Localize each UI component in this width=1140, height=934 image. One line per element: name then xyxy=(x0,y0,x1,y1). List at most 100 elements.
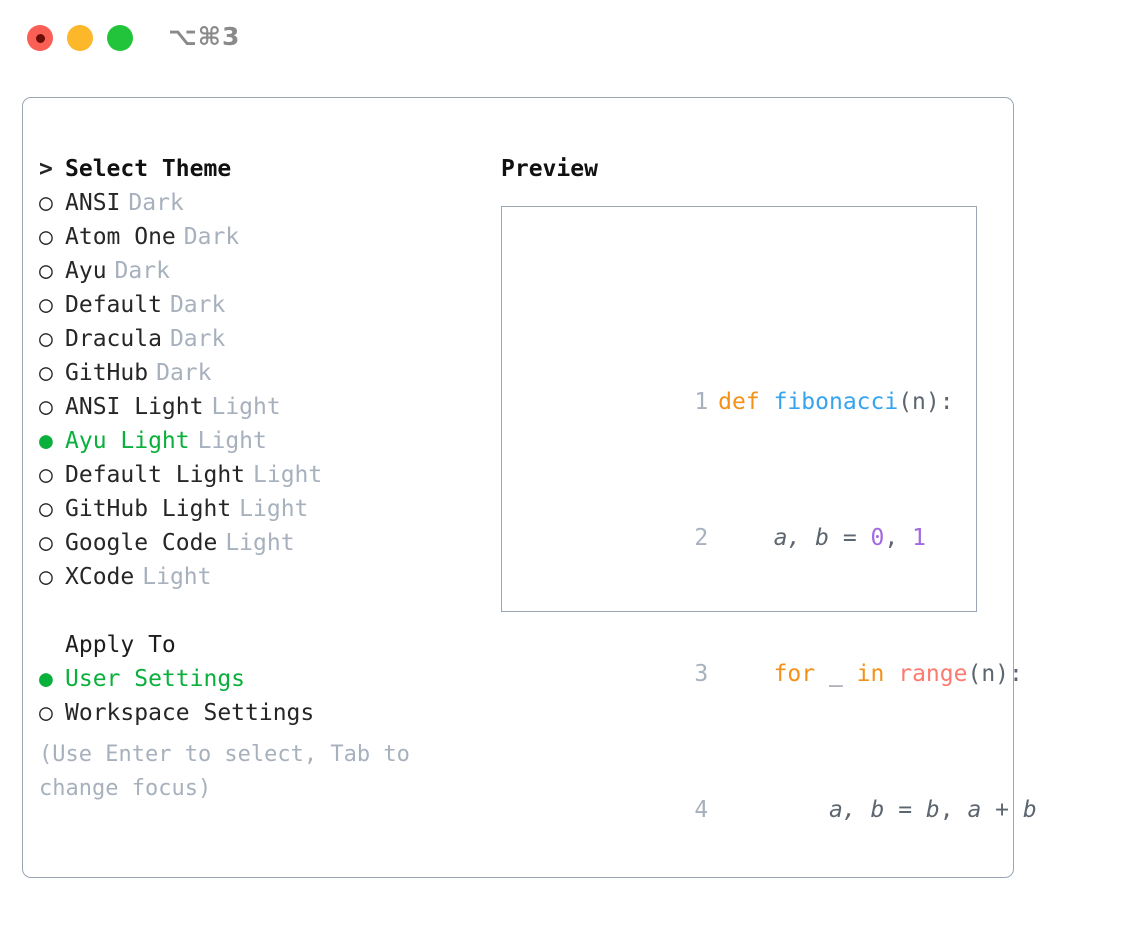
radio-unselected-icon: ○ xyxy=(39,394,53,420)
code-token: = xyxy=(898,797,926,823)
select-theme-heading: >Select Theme xyxy=(39,152,489,186)
theme-option-atom-one[interactable]: ○ Atom One Dark xyxy=(39,220,489,254)
code-token xyxy=(718,797,829,823)
radio-unselected-icon: ○ xyxy=(39,190,53,216)
code-token: fibonacci xyxy=(773,389,899,415)
theme-option-kind: Light xyxy=(225,530,295,556)
theme-option-github-light[interactable]: ○ GitHub Light Light xyxy=(39,492,489,526)
cursor-marker-icon: > xyxy=(39,156,53,182)
keyboard-shortcut-label: ⌥⌘3 xyxy=(168,22,241,51)
code-token xyxy=(760,389,774,415)
radio-unselected-icon: ○ xyxy=(39,530,53,556)
theme-option-dracula[interactable]: ○ Dracula Dark xyxy=(39,322,489,356)
code-token: , xyxy=(939,797,968,823)
code-token xyxy=(884,661,898,687)
line-number: 5 xyxy=(668,929,708,934)
apply-option-workspace-settings[interactable]: ○ Workspace Settings xyxy=(39,696,489,730)
code-token: _ xyxy=(815,661,857,687)
theme-option-kind: Dark xyxy=(169,326,226,352)
theme-option-label: XCode xyxy=(65,564,135,590)
code-token: a, b xyxy=(828,797,899,823)
apply-to-heading: Apply To xyxy=(39,628,489,662)
radio-unselected-icon: ○ xyxy=(39,564,53,590)
minimize-button[interactable] xyxy=(67,25,93,51)
traffic-light-buttons xyxy=(27,25,133,51)
code-line: 4 a, b = b, a + b xyxy=(502,759,1036,823)
theme-option-ansi-light[interactable]: ○ ANSI Light Light xyxy=(39,390,489,424)
theme-option-kind: Dark xyxy=(169,292,226,318)
theme-option-label: Atom One xyxy=(65,224,176,250)
code-token: a, b xyxy=(773,525,843,551)
theme-option-kind: Dark xyxy=(128,190,184,216)
code-token: 1 xyxy=(912,525,926,551)
title-bar: ⌥⌘3 xyxy=(0,0,1140,78)
theme-option-ayu-light[interactable]: ● Ayu Light Light xyxy=(39,424,489,458)
theme-option-label: Google Code xyxy=(65,530,218,556)
code-token: in xyxy=(856,661,885,687)
code-line: 5 return a xyxy=(502,895,976,934)
theme-option-kind: Light xyxy=(197,428,267,454)
radio-unselected-icon: ○ xyxy=(39,496,53,522)
theme-option-google-code[interactable]: ○ Google Code Light xyxy=(39,526,489,560)
code-token: b xyxy=(925,797,940,823)
theme-option-default[interactable]: ○ Default Dark xyxy=(39,288,489,322)
close-button[interactable] xyxy=(27,25,53,51)
theme-option-label: Dracula xyxy=(65,326,162,352)
line-number: 3 xyxy=(694,661,709,687)
theme-option-kind: Light xyxy=(211,394,281,420)
radio-unselected-icon: ○ xyxy=(39,326,53,352)
theme-option-xcode[interactable]: ○ XCode Light xyxy=(39,560,489,594)
code-token xyxy=(718,525,773,551)
code-token xyxy=(718,661,773,687)
theme-option-label: GitHub Light xyxy=(65,496,232,522)
radio-unselected-icon: ○ xyxy=(39,258,53,284)
theme-option-label: GitHub xyxy=(65,360,149,386)
theme-option-label: ANSI xyxy=(65,190,121,216)
maximize-button[interactable] xyxy=(107,25,133,51)
theme-option-label: Default Light xyxy=(65,462,246,488)
code-token: (n): xyxy=(898,389,954,415)
apply-option-user-settings[interactable]: ●User Settings xyxy=(39,662,489,696)
apply-to-heading-label: Apply To xyxy=(65,632,176,658)
theme-option-kind: Dark xyxy=(183,224,240,250)
apply-option-label: Workspace Settings xyxy=(65,700,315,726)
preview-heading: Preview xyxy=(501,156,598,182)
code-token: + xyxy=(995,797,1023,823)
theme-option-kind: Light xyxy=(239,496,309,522)
radio-unselected-icon: ○ xyxy=(39,224,53,250)
radio-selected-icon: ● xyxy=(39,666,53,692)
radio-unselected-icon: ○ xyxy=(39,700,53,726)
theme-option-label: ANSI Light xyxy=(65,394,204,420)
code-token: for xyxy=(773,661,816,687)
theme-option-kind: Dark xyxy=(156,360,212,386)
radio-unselected-icon: ○ xyxy=(39,292,53,318)
code-token: (n): xyxy=(967,661,1023,687)
code-token: range xyxy=(898,661,968,687)
keyboard-hint-text: (Use Enter to select, Tab to change focu… xyxy=(39,742,410,801)
code-line: 3 for _ in range(n): xyxy=(502,623,1023,687)
line-number: 4 xyxy=(694,797,709,823)
code-token: def xyxy=(718,389,760,415)
radio-selected-icon: ● xyxy=(39,428,53,454)
theme-option-kind: Light xyxy=(253,462,323,488)
code-line: 2 a, b = 0, 1 xyxy=(502,487,976,551)
code-token: , xyxy=(884,525,913,551)
theme-option-label: Default xyxy=(65,292,162,318)
theme-option-kind: Light xyxy=(142,564,212,590)
code-line: 1 def fibonacci(n): xyxy=(502,351,976,415)
line-number: 2 xyxy=(694,525,709,551)
theme-option-ansi[interactable]: ○ ANSI Dark xyxy=(39,186,489,220)
line-number: 1 xyxy=(694,389,709,415)
theme-option-label: Ayu Light xyxy=(65,428,190,454)
code-token: b xyxy=(1022,797,1037,823)
code-token: = xyxy=(842,525,871,551)
